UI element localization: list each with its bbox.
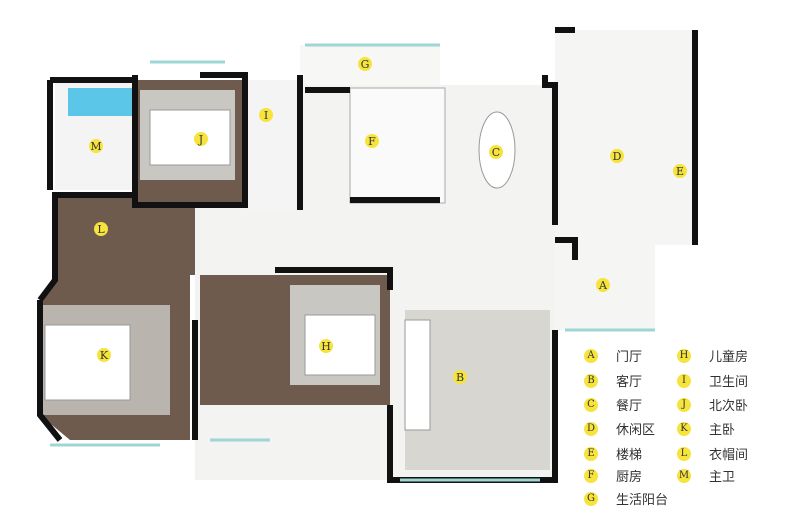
legend-item: L 衣帽间 [677,444,748,463]
sofa [404,319,431,431]
room-marker-h: H [319,339,333,353]
room-marker-d: D [610,149,624,163]
legend-item: I 卫生间 [677,371,748,390]
legend-badge: J [677,397,691,412]
kitchen-counter [349,87,446,204]
legend-badge: K [677,421,691,436]
legend-badge: E [584,446,598,461]
legend-label: 北次卧 [709,399,749,414]
room-marker-k: K [97,348,111,362]
bathtub [68,88,132,116]
legend-label: 休闲区 [616,423,656,438]
svg-text:D: D [613,150,622,163]
room-marker-g: G [358,57,372,71]
legend-label: 衣帽间 [709,448,749,463]
svg-text:K: K [100,349,109,362]
svg-text:G: G [361,58,370,71]
legend-label: 主卫 [709,470,736,485]
legend-item: B 客厅 [584,371,642,390]
room-marker-i: I [259,108,273,122]
legend-item: A 门厅 [584,346,642,365]
windows [50,43,655,482]
leisure-area-floor [555,30,695,330]
legend-label: 餐厅 [616,399,643,414]
svg-text:I: I [264,109,268,122]
room-marker-j: J [194,132,208,146]
svg-text:A: A [598,279,608,292]
legend-label: 儿童房 [709,350,749,365]
svg-text:L: L [97,223,105,236]
bed [149,109,231,166]
svg-text:C: C [492,146,500,159]
legend-badge: L [677,446,691,461]
room-markers: A B C D E F G H I J K L M [89,57,687,384]
legend-item: K 主卧 [677,419,735,438]
legend-badge: D [584,421,598,436]
legend-item: E 楼梯 [584,444,642,463]
legend-item: M 主卫 [677,466,735,485]
room-marker-e: E [673,164,687,178]
bed [304,314,376,376]
room-marker-c: C [489,145,503,159]
legend-item: J 北次卧 [677,395,748,414]
legend-item: D 休闲区 [584,419,655,438]
legend-item: H 儿童房 [677,346,748,365]
legend-label: 厨房 [616,470,643,485]
legend-badge: G [584,491,598,506]
legend-badge: F [584,468,598,483]
legend-item: G 生活阳台 [584,489,668,508]
room-marker-a: A [596,278,610,292]
walk-in-closet-floor [55,195,195,275]
legend-label: 门厅 [616,350,643,365]
legend-label: 客厅 [616,375,643,390]
legend-item: C 餐厅 [584,395,642,414]
room-marker-m: M [89,139,103,153]
svg-text:E: E [676,165,684,178]
bed [44,324,131,401]
legend-label: 主卧 [709,423,736,438]
svg-text:J: J [198,133,203,146]
room-marker-b: B [453,370,467,384]
legend-badge: I [677,373,691,388]
walls [37,27,698,483]
svg-text:F: F [368,135,376,148]
legend-label: 楼梯 [616,448,643,463]
svg-text:B: B [456,371,464,384]
legend-badge: H [677,348,691,363]
legend-badge: M [677,468,691,483]
legend-label: 生活阳台 [616,493,669,508]
legend-badge: C [584,397,598,412]
legend-badge: A [584,348,598,363]
svg-text:M: M [90,140,101,153]
legend-badge: B [584,373,598,388]
svg-text:H: H [321,340,331,353]
room-marker-f: F [365,134,379,148]
legend-item: F 厨房 [584,466,642,485]
bathroom-floor [245,80,300,210]
room-marker-l: L [94,222,108,236]
legend-label: 卫生间 [709,375,749,390]
